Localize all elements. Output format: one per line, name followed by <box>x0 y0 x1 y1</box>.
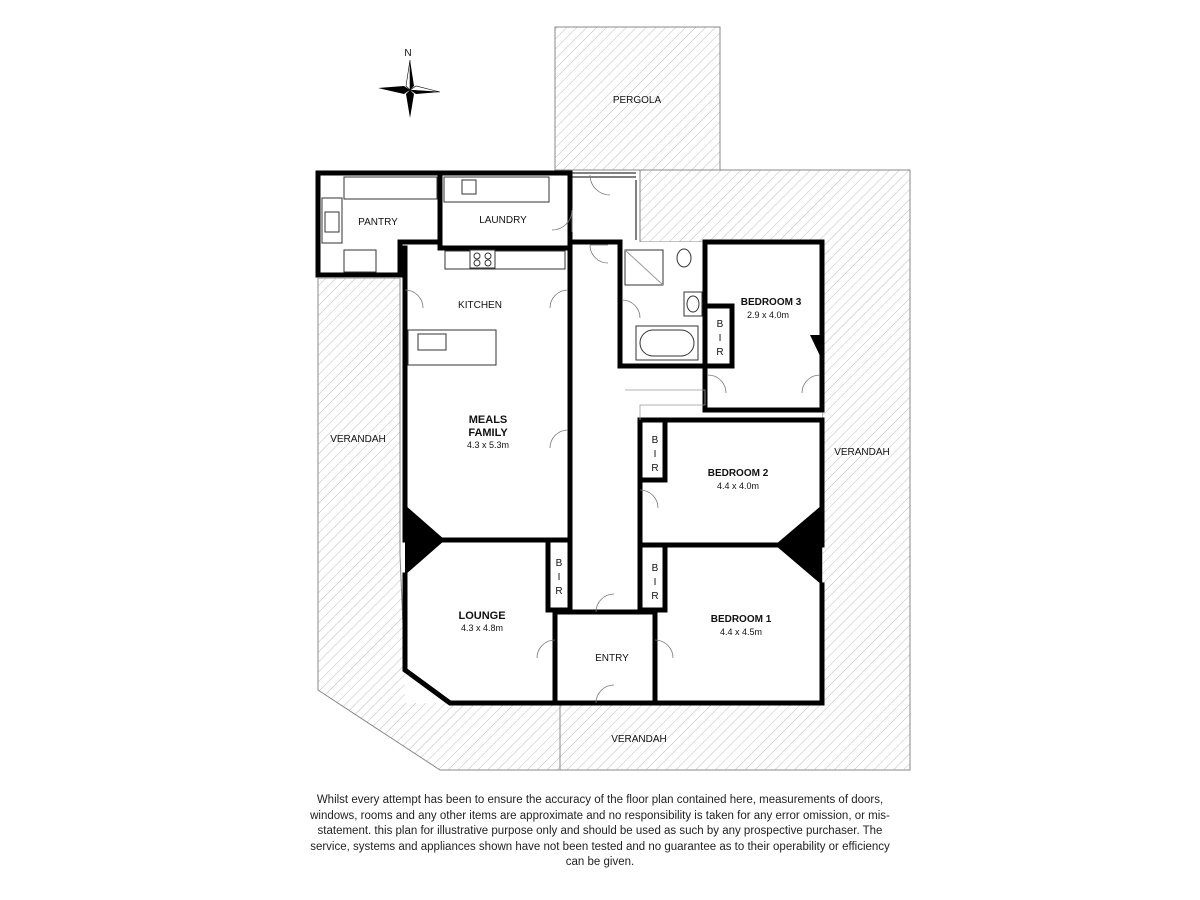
doors <box>404 174 821 704</box>
pantry-label: PANTRY <box>358 217 398 228</box>
meals-label: MEALS <box>469 414 508 426</box>
laundry-label: LAUNDRY <box>479 215 527 226</box>
pergola-label: PERGOLA <box>613 95 662 106</box>
bir-bedroom2-label: B I R <box>651 435 658 474</box>
verandah-east-label: VERANDAH <box>834 447 890 458</box>
svg-text:I: I <box>654 449 657 460</box>
compass-north-label: N <box>404 48 411 59</box>
family-label: FAMILY <box>468 427 508 439</box>
bedroom2-label: BEDROOM 2 <box>708 468 769 479</box>
meals-family-size: 4.3 x 5.3m <box>467 440 509 450</box>
chimneys <box>405 335 822 585</box>
pergola-area <box>554 26 721 171</box>
svg-text:I: I <box>719 333 722 344</box>
entry-label: ENTRY <box>595 653 629 664</box>
windows <box>350 170 825 706</box>
north-compass-icon: N <box>378 48 441 118</box>
bedroom3-size: 2.9 x 4.0m <box>747 310 789 320</box>
svg-text:I: I <box>654 577 657 588</box>
fixtures <box>321 176 703 366</box>
bedroom1-size: 4.4 x 4.5m <box>720 627 762 637</box>
lounge-size: 4.3 x 4.8m <box>461 623 503 633</box>
svg-text:B: B <box>556 558 563 569</box>
bedroom1-label: BEDROOM 1 <box>711 614 772 625</box>
svg-text:R: R <box>651 591 658 602</box>
svg-text:R: R <box>716 347 723 358</box>
verandah-south-label: VERANDAH <box>611 734 667 745</box>
bir-bedroom3-label: B I R <box>716 319 723 358</box>
disclaimer-text: Whilst every attempt has been to ensure … <box>310 794 890 868</box>
svg-text:R: R <box>651 463 658 474</box>
lounge-label: LOUNGE <box>458 610 505 622</box>
bir-lounge-label: B I R <box>555 558 562 597</box>
walls <box>315 170 825 706</box>
svg-text:B: B <box>717 319 724 330</box>
svg-text:R: R <box>555 586 562 597</box>
kitchen-label: KITCHEN <box>458 300 502 311</box>
svg-text:B: B <box>652 435 659 446</box>
verandah-west-label: VERANDAH <box>330 434 386 445</box>
bedroom3-label: BEDROOM 3 <box>741 297 802 308</box>
svg-text:B: B <box>652 563 659 574</box>
bedroom2-size: 4.4 x 4.0m <box>717 481 759 491</box>
room-labels: PERGOLA PANTRY LAUNDRY KITCHEN MEALS FAM… <box>330 95 890 745</box>
bir-bedroom1-label: B I R <box>651 563 658 602</box>
svg-text:I: I <box>558 572 561 583</box>
